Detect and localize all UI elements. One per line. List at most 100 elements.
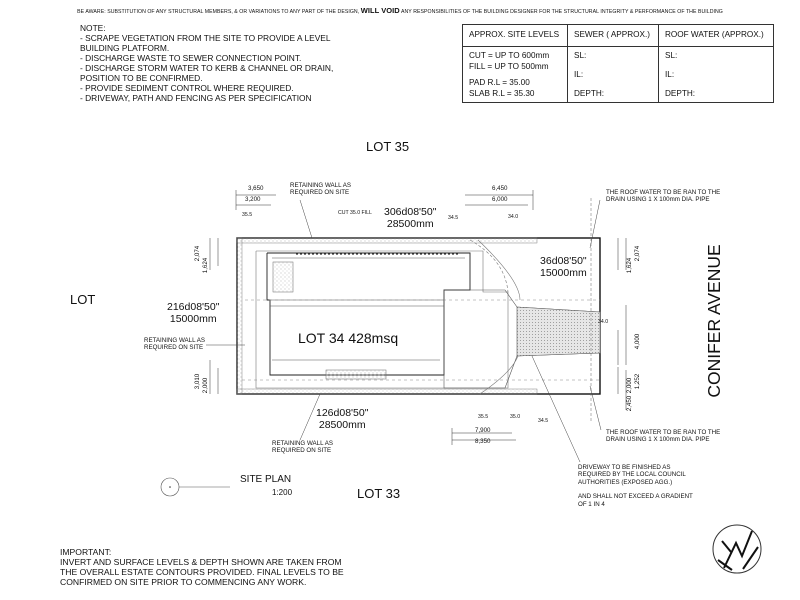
disclaimer-banner: BE AWARE: SUBSTITUTION OF ANY STRUCTURAL… [0,6,800,15]
fill-level: FILL = UP TO 500mm [469,62,549,71]
roof-water-note-top: THE ROOF WATER TO BE RAN TO THE DRAIN US… [606,189,720,204]
note-line: DRAIN USING 1 X 100mm DIA. PIPE [606,436,710,444]
site-levels-table: APPROX. SITE LEVELS SEWER ( APPROX.) ROO… [462,24,774,103]
dim-6000: 6,000 [492,196,508,203]
dim-2000-left: 2,000 [202,377,210,394]
notes-title: NOTE: [80,23,106,33]
note-line: - DISCHARGE WASTE TO SEWER CONNECTION PO… [80,53,302,63]
retaining-wall-note-bottom: RETAINING WALL AS REQUIRED ON SITE [272,440,333,455]
site-plan-scale: 1:200 [272,488,293,497]
important-note: IMPORTANT: INVERT AND SURFACE LEVELS & D… [60,547,344,587]
retaining-wall-note-left: RETAINING WALL AS REQUIRED ON SITE [144,337,205,352]
note-line: REQUIRED BY THE LOCAL COUNCIL [578,471,686,479]
sewer-cell: SL: IL: DEPTH: [567,46,659,103]
alfresco-pad [325,369,387,380]
important-line: THE OVERALL ESTATE CONTOURS PROVIDED. FI… [60,567,344,577]
lot-33-label: LOT 33 [357,486,401,501]
note-line: AND SHALL NOT EXCEED A GRADIENT [578,493,693,501]
note-line: OF 1 IN 4 [578,500,605,508]
bearing-left-length: 15000mm [169,312,217,325]
sewer-il: IL: [574,70,584,79]
bearing-top-angle: 306d08'50" [384,206,437,218]
dim-8350: 8,350 [475,438,491,445]
dim-7900: 7,900 [475,427,491,434]
lot-34-label: LOT 34 428msq [298,330,399,346]
important-line: INVERT AND SURFACE LEVELS & DEPTH SHOWN … [60,557,342,567]
north-arrow-icon [712,524,762,574]
bearing-top: 306d08'50" 28500mm [384,206,437,230]
bearing-right-angle: 36d08'50" [540,255,587,267]
dim-6450: 6,450 [492,185,508,192]
dim-1252: 1,252 [634,373,642,390]
note-line: - DISCHARGE STORM WATER TO KERB & CHANNE… [80,63,334,73]
roof-sl: SL: [665,51,678,60]
retaining-wall-note-top: RETAINING WALL AS REQUIRED ON SITE [290,182,351,197]
garage-pad [272,261,294,293]
roof-water-cell: SL: IL: DEPTH: [658,46,774,103]
important-line: CONFIRMED ON SITE PRIOR TO COMMENCING AN… [60,577,307,587]
site-levels-cell: CUT = UP TO 600mm FILL = UP TO 500mm PAD… [462,46,568,103]
note-line: THE ROOF WATER TO BE RAN TO THE [606,429,721,436]
driveway-crossover [516,306,601,357]
dim-1624-left: 1,624 [202,257,210,274]
notes-block: NOTE: - SCRAPE VEGETATION FROM THE SITE … [80,23,333,103]
slab-rl: SLAB R.L = 35.30 [469,89,535,98]
note-line: REQUIRED ON SITE [290,189,350,197]
note-line: RETAINING WALL AS [272,440,333,447]
spot-level: 34.5 [448,215,459,221]
dim-2074-left: 2,074 [194,245,202,262]
note-line: DRAIN USING 1 X 100mm DIA. PIPE [606,196,710,204]
bearing-left-angle: 216d08'50" [167,301,220,313]
bearing-bottom-length: 28500mm [318,418,366,431]
bearing-left: 216d08'50" 15000mm [167,301,220,325]
site-plan-title: SITE PLAN [240,474,292,485]
bearing-right-length: 15000mm [540,266,587,279]
spot-level: 34.0 [508,214,519,220]
note-line: REQUIRED ON SITE [272,447,332,455]
bearing-right: 36d08'50" 15000mm [540,255,587,279]
lot-35-label: LOT 35 [366,139,410,154]
roof-il: IL: [665,70,675,79]
spot-level: 34.5 [538,418,549,424]
roof-depth: DEPTH: [665,89,696,98]
dim-2000-right: 2,000 [626,377,634,394]
note-line: - DRIVEWAY, PATH AND FENCING AS PER SPEC… [80,93,312,103]
disclaimer-text-after: ANY RESPONSIBILITIES OF THE BUILDING DES… [400,9,723,15]
spot-level: 35.5 [478,414,489,420]
cut-level: CUT = UP TO 600mm [469,51,550,60]
house-outline [266,252,471,376]
dim-2074-right: 2,074 [634,245,642,262]
retaining-wall-left [236,237,243,395]
important-title: IMPORTANT: [60,547,112,557]
street-name: CONIFER AVENUE [704,244,724,398]
note-line: DRIVEWAY TO BE FINISHED AS [578,464,671,471]
disclaimer-text-before: BE AWARE: SUBSTITUTION OF ANY STRUCTURAL… [77,9,360,15]
pad-rl: PAD R.L = 35.00 [469,78,530,87]
bearing-top-length: 28500mm [386,217,434,230]
sewer-depth: DEPTH: [574,89,605,98]
note-line: RETAINING WALL AS [290,182,351,189]
roof-water-note-bottom: THE ROOF WATER TO BE RAN TO THE DRAIN US… [606,429,720,444]
spot-level: 35.0 [510,414,521,420]
lot-left-label: LOT [70,292,96,307]
cut-fill-label: CUT 35.0 FILL [338,210,372,216]
driveway-note: DRIVEWAY TO BE FINISHED AS REQUIRED BY T… [578,464,693,508]
disclaimer-will-void: WILL VOID [360,6,400,15]
bearing-bottom: 126d08'50" 28500mm [316,407,369,431]
dim-4000: 4,000 [634,333,642,350]
note-line: AUTHORITIES (EXPOSED AGG.) [578,478,673,486]
dim-1624-right: 1,624 [626,257,634,274]
note-line: POSITION TO BE CONFIRMED. [80,73,203,83]
dim-2450: 2,450 [626,395,634,412]
dim-3010: 3,010 [194,373,202,390]
spot-level: 35.5 [242,212,253,218]
dim-3200: 3,200 [245,196,261,203]
bearing-bottom-angle: 126d08'50" [316,407,369,419]
spot-level: 34.0 [598,319,609,325]
note-line: RETAINING WALL AS [144,337,205,344]
dim-3650: 3,650 [248,185,264,192]
note-line: THE ROOF WATER TO BE RAN TO THE [606,189,721,196]
retaining-wall-bottom [236,388,538,395]
note-line: - PROVIDE SEDIMENT CONTROL WHERE REQUIRE… [80,83,294,93]
